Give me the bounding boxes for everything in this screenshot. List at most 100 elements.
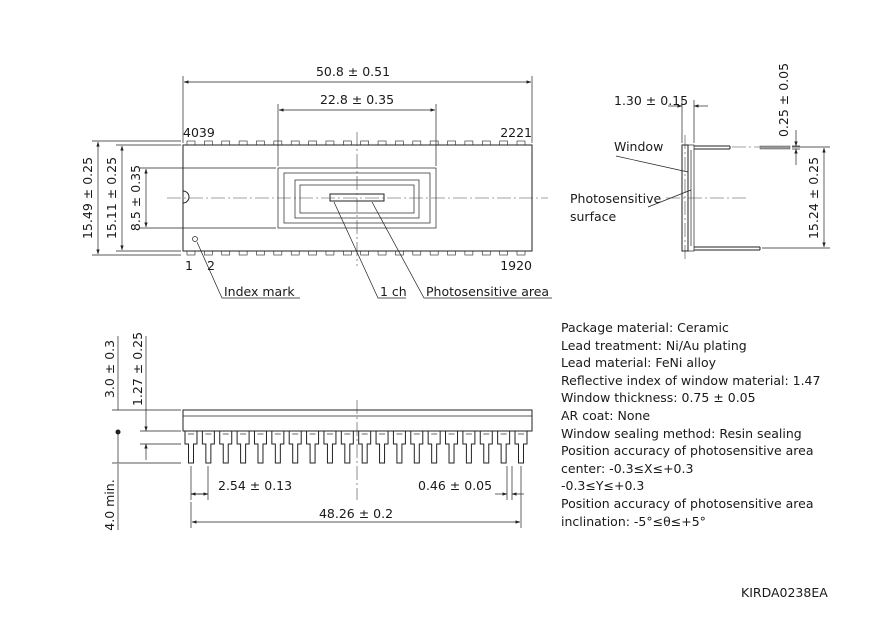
bottom-pin [377,250,387,256]
dim-overall-length-label: 50.8 ± 0.51 [316,64,390,79]
dim-package-width-label: 15.49 ± 0.25 [80,157,95,239]
label-window: Window [614,139,663,154]
top-pin [238,140,248,146]
leader-index-mark [196,241,300,299]
note-line: AR coat: None [561,407,651,423]
dim-side-offset-label: 0.25 ± 0.05 [776,63,791,137]
top-view: 4039 2221 1 2 1920 50.8 ± 0.51 22.8 ± 0.… [80,64,552,299]
note-line: Window sealing method: Resin sealing [561,425,802,441]
dim-pin-row-span-label: 15.11 ± 0.25 [104,157,119,239]
note-line: Lead treatment: Ni/Au plating [561,337,747,353]
front-view: 3.0 ± 0.3 1.27 ± 0.25 4.0 min. 2.54 ± 0.… [102,332,533,531]
front-pin [201,431,215,464]
bottom-pin [204,250,213,256]
note-line: Lead material: FeNi alloy [561,355,717,371]
dim-window-width-label: 22.8 ± 0.35 [320,92,394,107]
top-pin [221,140,231,146]
dim-height-total-label: 3.0 ± 0.3 [102,340,117,398]
note-line: -0.3≤Y≤+0.3 [561,478,645,494]
bottom-pin [273,250,283,256]
front-pin [306,431,320,464]
top-pin [290,140,300,146]
note-line: Package material: Ceramic [561,320,729,335]
top-pin [395,140,404,146]
front-pin [514,431,528,464]
top-pin [447,140,456,146]
top-pin [343,140,352,146]
note-line: Window thickness: 0.75 ± 0.05 [561,390,756,406]
top-pin [377,140,387,146]
bottom-pin [256,250,265,256]
top-pin [204,140,213,146]
front-pin [288,431,302,464]
bottom-pin [447,250,456,256]
front-pin [184,431,198,464]
dim-pitch-label: 2.54 ± 0.13 [218,478,292,493]
front-pin [462,431,476,464]
top-pin [464,140,474,146]
dim-body-height-label: 1.27 ± 0.25 [130,332,145,406]
bottom-pin [412,250,422,256]
top-pin [499,140,508,146]
top-pin [325,140,335,146]
front-pin [410,431,424,464]
top-pin [186,140,196,146]
front-pin [358,431,372,464]
drawing-code: KIRDA0238EA [741,585,828,600]
label-photosensitive-surface-2: surface [570,209,617,224]
bottom-pin [308,250,317,256]
top-pin [308,140,317,146]
side-view: 1.30 ± 0.15 0.25 ± 0.05 15.24 ± 0.25 Win… [570,63,830,260]
top-pin [256,140,265,146]
bottom-pin [481,250,491,256]
side-view-lead-tip [759,145,791,150]
front-pin [271,431,285,464]
front-pin [445,431,459,464]
top-pin [412,140,422,146]
note-line: Position accuracy of photosensitive area [561,443,814,459]
bottom-pin [429,250,439,256]
bottom-pin [343,250,352,256]
index-notch [182,190,190,204]
leader-1ch [333,201,406,299]
index-mark-circle [192,236,198,242]
note-line: inclination: -5°≤θ≤+5° [561,513,706,529]
dim-lead-length-label: 4.0 min. [102,479,117,530]
note-line: Reflective index of window material: 1.4… [561,372,821,388]
note-line: center: -0.3≤X≤+0.3 [561,460,694,476]
dim-lead-width-label: 0.46 ± 0.05 [418,478,492,493]
bottom-pin [325,250,335,256]
front-pin [340,431,354,464]
front-pin [375,431,389,464]
pin-label-4039: 4039 [183,125,215,140]
front-pin [236,431,250,464]
pin-label-1: 1 [185,258,193,273]
bottom-pin [499,250,508,256]
front-pin [323,431,337,464]
label-1ch: 1 ch [380,284,407,299]
dim-row-length-label: 48.26 ± 0.2 [319,506,393,521]
label-index-mark: Index mark [224,284,295,299]
bottom-pin [186,250,196,256]
bottom-pin [221,250,231,256]
front-pin [497,431,511,464]
dim-side-pin-span-label: 15.24 ± 0.25 [806,157,821,239]
dim-side-thickness-label: 1.30 ± 0.15 [614,93,688,108]
bottom-pin [238,250,248,256]
front-view-body [182,409,533,432]
front-pin [219,431,233,464]
bottom-pin [360,250,369,256]
top-pin [429,140,439,146]
leader-photosensitive-area [371,201,552,299]
top-pin [516,140,526,146]
bottom-pin [516,250,526,256]
bottom-pin [290,250,300,256]
label-photosensitive-area: Photosensitive area [426,284,549,299]
bottom-pin [464,250,474,256]
dim-window-height-label: 8.5 ± 0.35 [128,165,143,231]
top-view-upper-pins [186,140,526,146]
pin-label-2: 2 [207,258,215,273]
front-pin [427,431,441,464]
